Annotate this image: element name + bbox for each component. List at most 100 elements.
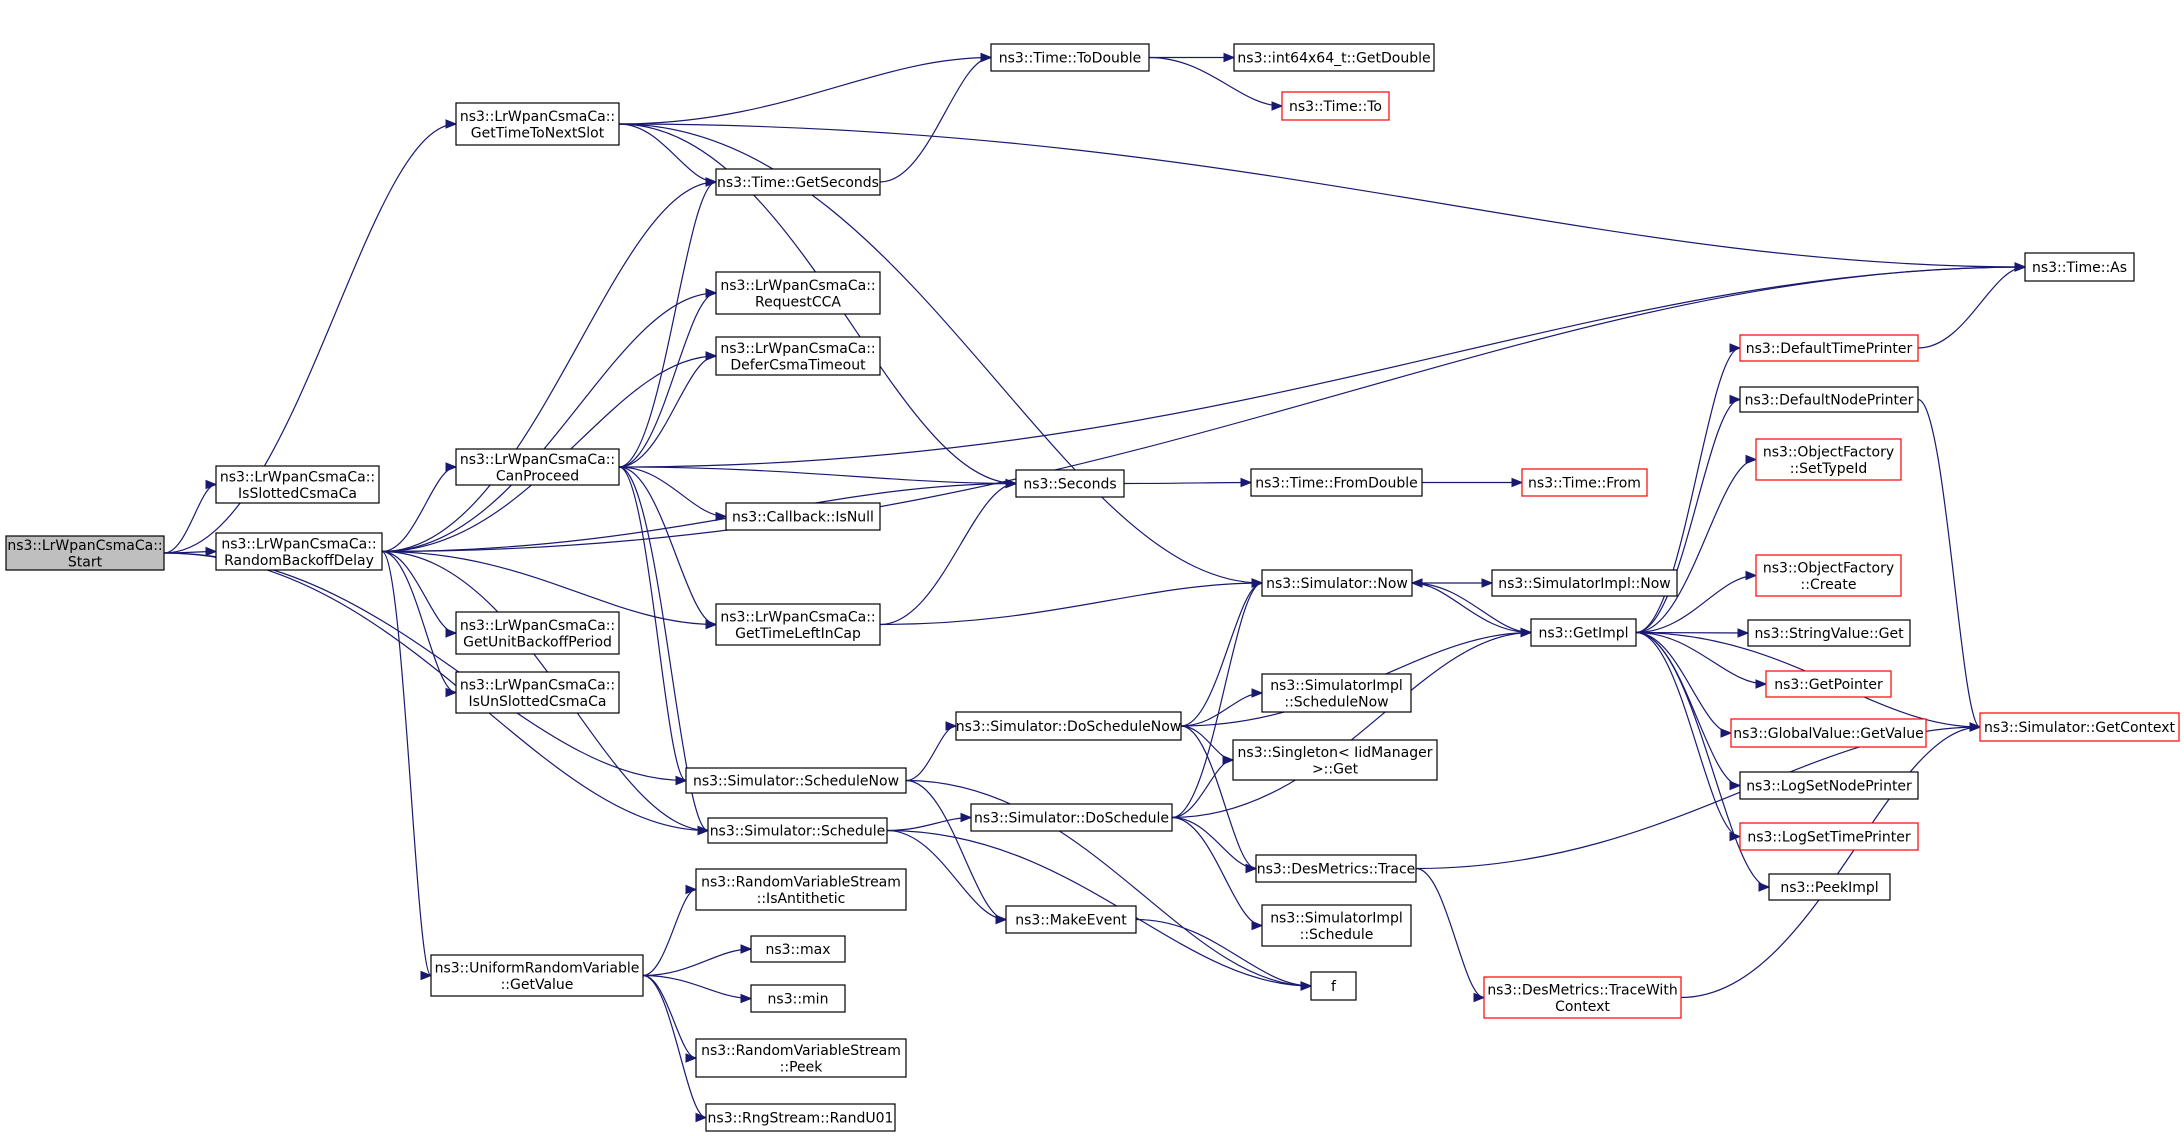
- node-dosched[interactable]: ns3::Simulator::DoSchedule: [970, 803, 1173, 832]
- node-seconds[interactable]: ns3::Seconds: [1015, 469, 1125, 498]
- node-label: ns3::Time::From: [1528, 476, 1641, 492]
- call-edge-getimpl-to-peekimpl: [1635, 631, 1771, 892]
- node-ofsettypeid[interactable]: ns3::ObjectFactory::SetTypeId: [1755, 438, 1902, 481]
- node-box: [1979, 712, 2180, 742]
- node-label: ns3::LogSetTimePrinter: [1747, 830, 1911, 846]
- node-peekimpl[interactable]: ns3::PeekImpl: [1768, 873, 1891, 901]
- node-box: [430, 954, 644, 997]
- node-label: ns3::Time::ToDouble: [999, 51, 1142, 67]
- node-getcontext[interactable]: ns3::Simulator::GetContext: [1979, 712, 2180, 742]
- call-edge-randback-to-getunit: [381, 550, 458, 638]
- call-edge-schedule-to-makeevent: [886, 829, 1008, 925]
- node-isanti[interactable]: ns3::RandomVariableStream::IsAntithetic: [695, 868, 907, 911]
- node-label: ns3::DefaultNodePrinter: [1745, 393, 1914, 409]
- node-simimplsched[interactable]: ns3::SimulatorImpl::Schedule: [1261, 904, 1412, 947]
- node-label: ns3::DesMetrics::Trace: [1257, 862, 1416, 878]
- node-timefrom[interactable]: ns3::Time::From: [1521, 468, 1648, 497]
- call-edge-destrace-to-destracewith: [1415, 867, 1486, 1003]
- node-doschednow[interactable]: ns3::Simulator::DoScheduleNow: [955, 711, 1182, 741]
- node-isslotted[interactable]: ns3::LrWpanCsmaCa::IsSlottedCsmaCa: [215, 465, 380, 504]
- arrowhead-icon: [420, 970, 433, 981]
- node-deftimeprinter[interactable]: ns3::DefaultTimePrinter: [1739, 334, 1919, 362]
- node-simimplnow[interactable]: ns3::SimulatorImpl::Now: [1491, 569, 1678, 597]
- arrowhead-icon: [705, 351, 718, 361]
- call-edge-simnow-to-simimplnow: [1412, 578, 1494, 588]
- node-label: DeferCsmaTimeout: [730, 357, 866, 373]
- node-label: ns3::GetImpl: [1538, 626, 1628, 642]
- node-schednow[interactable]: ns3::Simulator::ScheduleNow: [685, 767, 907, 794]
- node-defnodeprinter[interactable]: ns3::DefaultNodePrinter: [1739, 386, 1919, 413]
- call-edge-gettimeleft-to-seconds: [879, 478, 1018, 626]
- node-fromdouble[interactable]: ns3::Time::FromDouble: [1250, 468, 1423, 497]
- node-peek[interactable]: ns3::RandomVariableStream::Peek: [695, 1038, 907, 1078]
- call-edge-canproceed-to-defercsma: [618, 351, 718, 468]
- node-cbisnull[interactable]: ns3::Callback::IsNull: [725, 502, 881, 531]
- node-box: [1233, 43, 1435, 72]
- node-schedule[interactable]: ns3::Simulator::Schedule: [707, 817, 888, 844]
- node-getpointer[interactable]: ns3::GetPointer: [1765, 670, 1892, 698]
- node-ofcreate[interactable]: ns3::ObjectFactory::Create: [1755, 554, 1902, 597]
- node-gvgetvalue[interactable]: ns3::GlobalValue::GetValue: [1730, 718, 1927, 748]
- node-simimplschednow[interactable]: ns3::SimulatorImpl::ScheduleNow: [1261, 673, 1412, 713]
- arrowhead-icon: [685, 884, 698, 895]
- call-edge-getseconds-to-todouble: [879, 52, 993, 183]
- node-label: ns3::LrWpanCsmaCa::: [720, 341, 875, 357]
- node-label: RequestCCA: [755, 294, 841, 310]
- node-randback[interactable]: ns3::LrWpanCsmaCa::RandomBackoffDelay: [215, 532, 383, 571]
- node-label: ns3::LrWpanCsmaCa::: [7, 538, 162, 554]
- node-box: [1005, 905, 1137, 934]
- node-logsettime[interactable]: ns3::LogSetTimePrinter: [1739, 822, 1919, 851]
- node-box: [1250, 468, 1423, 497]
- node-label: ns3::Simulator::Schedule: [710, 824, 886, 840]
- node-box: [1255, 854, 1417, 883]
- node-randu01[interactable]: ns3::RngStream::RandU01: [705, 1103, 896, 1132]
- node-getimpl[interactable]: ns3::GetImpl: [1530, 618, 1637, 647]
- node-simnow[interactable]: ns3::Simulator::Now: [1261, 569, 1413, 597]
- node-uniform[interactable]: ns3::UniformRandomVariable::GetValue: [430, 954, 644, 997]
- node-label: ns3::Time::As: [2032, 260, 2127, 276]
- node-isunslotted[interactable]: ns3::LrWpanCsmaCa::IsUnSlottedCsmaCa: [455, 671, 620, 714]
- arrowhead-icon: [740, 944, 753, 954]
- node-strvalget[interactable]: ns3::StringValue::Get: [1747, 619, 1911, 647]
- node-requestcca[interactable]: ns3::LrWpanCsmaCa::RequestCCA: [715, 271, 881, 315]
- call-edge-getimpl-to-defnodeprinter: [1635, 394, 1742, 634]
- call-edge-start-to-gettime: [163, 119, 458, 554]
- node-defercsma[interactable]: ns3::LrWpanCsmaCa::DeferCsmaTimeout: [715, 336, 881, 376]
- node-f[interactable]: f: [1310, 971, 1357, 1001]
- node-gettimeleft[interactable]: ns3::LrWpanCsmaCa::GetTimeLeftInCap: [715, 603, 881, 646]
- node-singleton[interactable]: ns3::Singleton< IidManager>::Get: [1232, 739, 1438, 781]
- call-edge-gettime-to-timeas: [618, 123, 2027, 272]
- node-timeto[interactable]: ns3::Time::To: [1281, 91, 1390, 121]
- node-gettime[interactable]: ns3::LrWpanCsmaCa::GetTimeToNextSlot: [455, 102, 620, 146]
- node-label: ns3::LrWpanCsmaCa::: [460, 677, 615, 693]
- node-max[interactable]: ns3::max: [750, 935, 846, 963]
- node-start[interactable]: ns3::LrWpanCsmaCa::Start: [5, 535, 165, 571]
- arrowhead-icon: [1729, 780, 1742, 791]
- node-timeas[interactable]: ns3::Time::As: [2024, 252, 2135, 282]
- node-getseconds[interactable]: ns3::Time::GetSeconds: [715, 168, 881, 196]
- node-box: [1491, 569, 1678, 597]
- node-label: ::IsAntithetic: [757, 891, 846, 907]
- call-edge-todouble-to-timeto: [1148, 56, 1284, 111]
- node-label: ::GetValue: [501, 977, 574, 993]
- node-label: ns3::Time::FromDouble: [1255, 476, 1418, 492]
- node-label: ::ScheduleNow: [1284, 694, 1388, 710]
- node-label: CanProceed: [496, 468, 579, 484]
- node-int64[interactable]: ns3::int64x64_t::GetDouble: [1233, 43, 1435, 72]
- node-canproceed[interactable]: ns3::LrWpanCsmaCa::CanProceed: [455, 448, 620, 486]
- node-box: [1755, 554, 1902, 597]
- node-makeevent[interactable]: ns3::MakeEvent: [1005, 905, 1137, 934]
- arrowhead-icon: [1745, 454, 1758, 465]
- node-getunit[interactable]: ns3::LrWpanCsmaCa::GetUnitBackoffPeriod: [455, 611, 620, 655]
- call-edge-canproceed-to-seconds: [618, 466, 1018, 489]
- node-todouble[interactable]: ns3::Time::ToDouble: [990, 43, 1150, 72]
- arrowhead-icon: [445, 119, 458, 129]
- node-box: [1530, 618, 1637, 647]
- node-box: [707, 817, 888, 844]
- node-min[interactable]: ns3::min: [750, 984, 846, 1013]
- node-label: ns3::ObjectFactory: [1763, 444, 1894, 460]
- arrowhead-icon: [1755, 679, 1768, 689]
- node-logsetnode[interactable]: ns3::LogSetNodePrinter: [1739, 771, 1919, 800]
- node-destrace[interactable]: ns3::DesMetrics::Trace: [1255, 854, 1417, 883]
